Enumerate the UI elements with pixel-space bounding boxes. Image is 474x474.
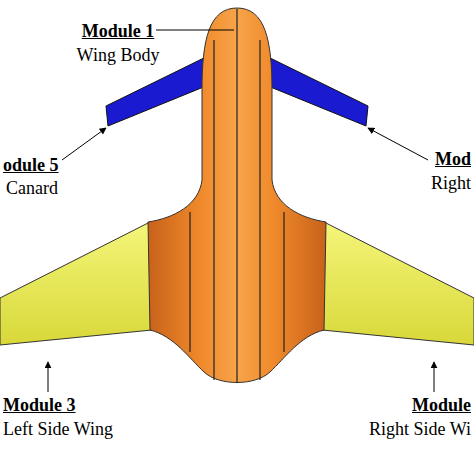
module-name: Right Side Wi: [369, 420, 471, 440]
leader-line: [48, 362, 49, 392]
module-title: Module: [412, 396, 471, 416]
module-title: Module 1: [82, 22, 155, 42]
module-title: Module 3: [3, 396, 76, 416]
panel-line: [259, 40, 260, 380]
panel-line: [213, 40, 214, 380]
panel-line: [236, 9, 237, 383]
module-name: Canard: [6, 179, 58, 199]
module-name: Left Side Wing: [3, 420, 113, 440]
right-wing: [322, 222, 474, 345]
right-canard: [264, 55, 368, 126]
module-title: Mod: [435, 150, 471, 170]
wing-body: [148, 8, 326, 383]
leader-line: [156, 30, 234, 31]
leader-line: [434, 362, 435, 392]
module-name: Wing Body: [77, 46, 160, 66]
left-canard: [106, 55, 210, 126]
leader-line: [368, 128, 428, 160]
left-wing: [0, 222, 152, 345]
leader-line: [62, 128, 106, 160]
panel-line: [283, 212, 284, 352]
module-title: odule 5: [3, 156, 59, 176]
panel-line: [189, 212, 190, 352]
module-name: Right: [431, 174, 471, 194]
